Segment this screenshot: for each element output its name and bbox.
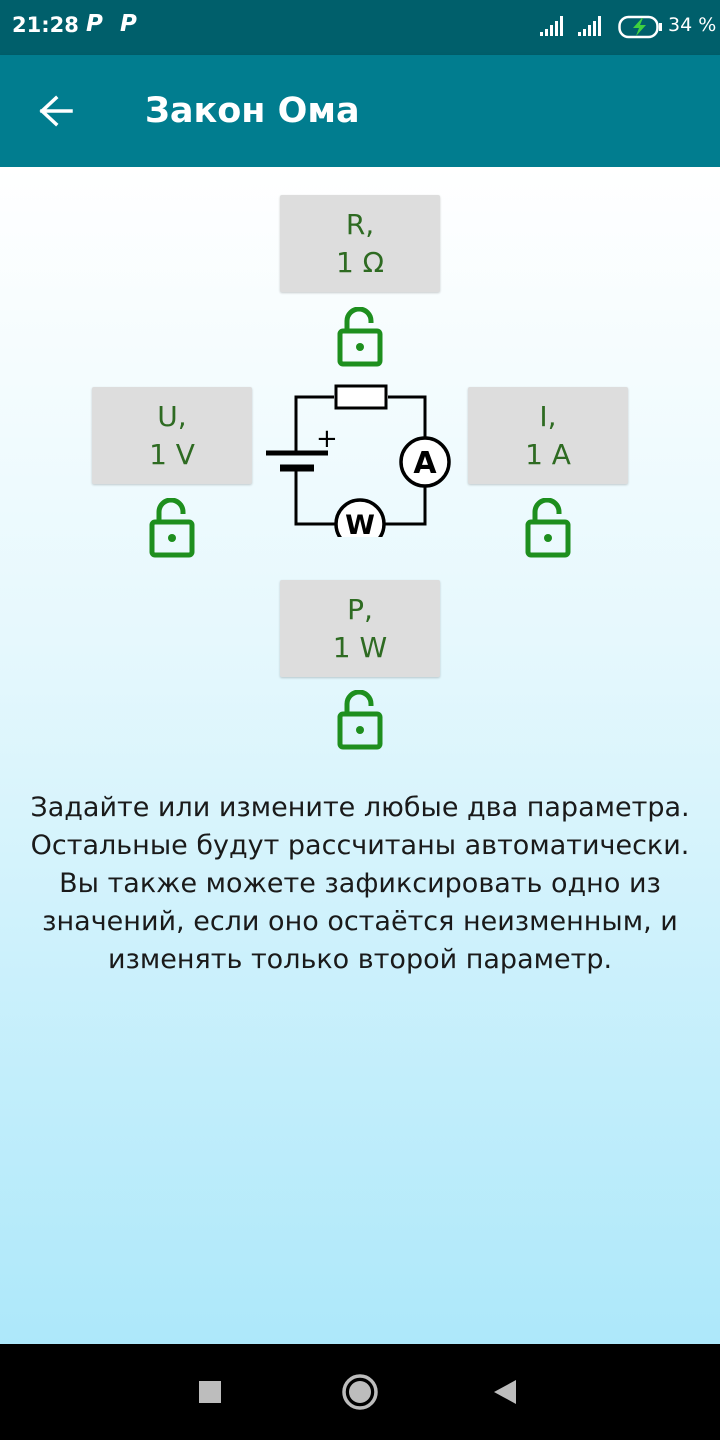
current-field[interactable]: I, 1 A <box>468 387 628 484</box>
status-time: 21:28 <box>12 13 79 37</box>
triangle-icon[interactable] <box>492 1378 518 1406</box>
status-bar: 21:28 P P 34 % <box>0 0 720 55</box>
battery-level: 34 % <box>668 14 717 36</box>
instructions-text: Задайте или измените любые два параметра… <box>30 792 690 975</box>
resistance-symbol: R, <box>345 207 375 241</box>
resistance-value: 1 Ω <box>335 245 385 279</box>
square-icon[interactable] <box>198 1380 222 1404</box>
wattmeter-label: W <box>345 510 375 537</box>
power-lock-icon[interactable] <box>337 690 383 750</box>
battery-charging-icon <box>618 15 662 39</box>
signal-icon <box>540 16 563 36</box>
notification-icon: P <box>86 11 103 37</box>
voltage-symbol: U, <box>157 399 187 433</box>
current-value: 1 A <box>525 437 571 471</box>
ammeter-symbol <box>399 436 451 488</box>
app-bar: Закон Ома <box>0 55 720 167</box>
navigation-bar <box>0 1344 720 1440</box>
voltage-value: 1 V <box>149 437 195 471</box>
ohm-law-calculator: R, 1 Ω U, 1 V I, 1 A P, 1 W <box>0 167 720 1344</box>
circle-icon[interactable] <box>340 1372 380 1412</box>
wattmeter-symbol <box>334 498 386 537</box>
current-lock-icon[interactable] <box>525 498 571 558</box>
power-symbol: P, <box>347 592 373 626</box>
ammeter-label: A <box>413 446 437 481</box>
notification-icon: P <box>120 11 137 37</box>
back-button[interactable] <box>28 83 84 139</box>
plus-sign: + <box>316 424 338 454</box>
power-field[interactable]: P, 1 W <box>280 580 440 677</box>
power-value: 1 W <box>332 630 388 664</box>
page-title: Закон Ома <box>145 91 360 131</box>
current-symbol: I, <box>539 399 557 433</box>
signal-icon <box>578 16 601 36</box>
resistor-symbol <box>334 384 388 410</box>
voltage-lock-icon[interactable] <box>149 498 195 558</box>
resistance-field[interactable]: R, 1 Ω <box>280 195 440 292</box>
arrow-left-icon <box>39 95 73 127</box>
resistance-lock-icon[interactable] <box>337 307 383 367</box>
circuit-diagram: + A W <box>266 384 451 537</box>
voltage-field[interactable]: U, 1 V <box>92 387 252 484</box>
